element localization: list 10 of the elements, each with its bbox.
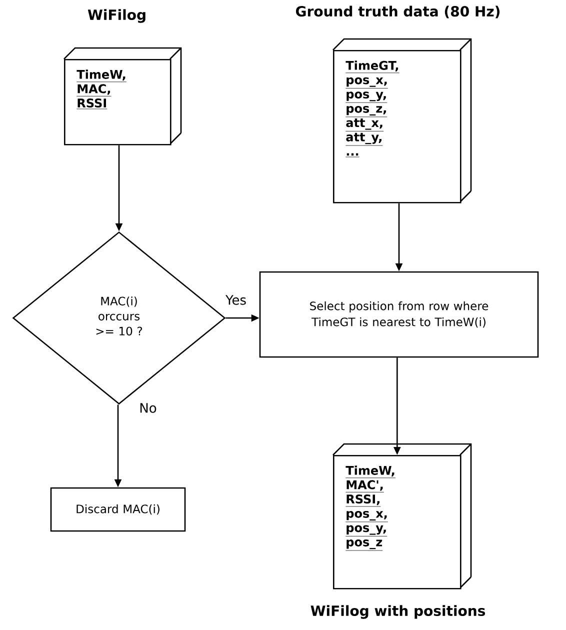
edge-label: No: [138, 402, 158, 414]
heading: WiFilog: [88, 9, 146, 23]
heading: Ground truth data (80 Hz): [296, 6, 500, 18]
cube-box: TimeW, MAC, RSSI: [63, 47, 182, 146]
cube-box: TimeW, MAC', RSSI, pos_x, pos_y, pos_z: [332, 443, 472, 590]
heading: WiFilog with positions: [310, 605, 486, 619]
edge-label: Yes: [224, 294, 248, 306]
process-box: Discard MAC(i): [50, 487, 186, 532]
cube-box: TimeGT, pos_x, pos_y, pos_z, att_x, att_y, ...: [332, 38, 472, 204]
process-box: Select position from row where TimeGT is nearest to TimeW(i): [259, 271, 539, 358]
